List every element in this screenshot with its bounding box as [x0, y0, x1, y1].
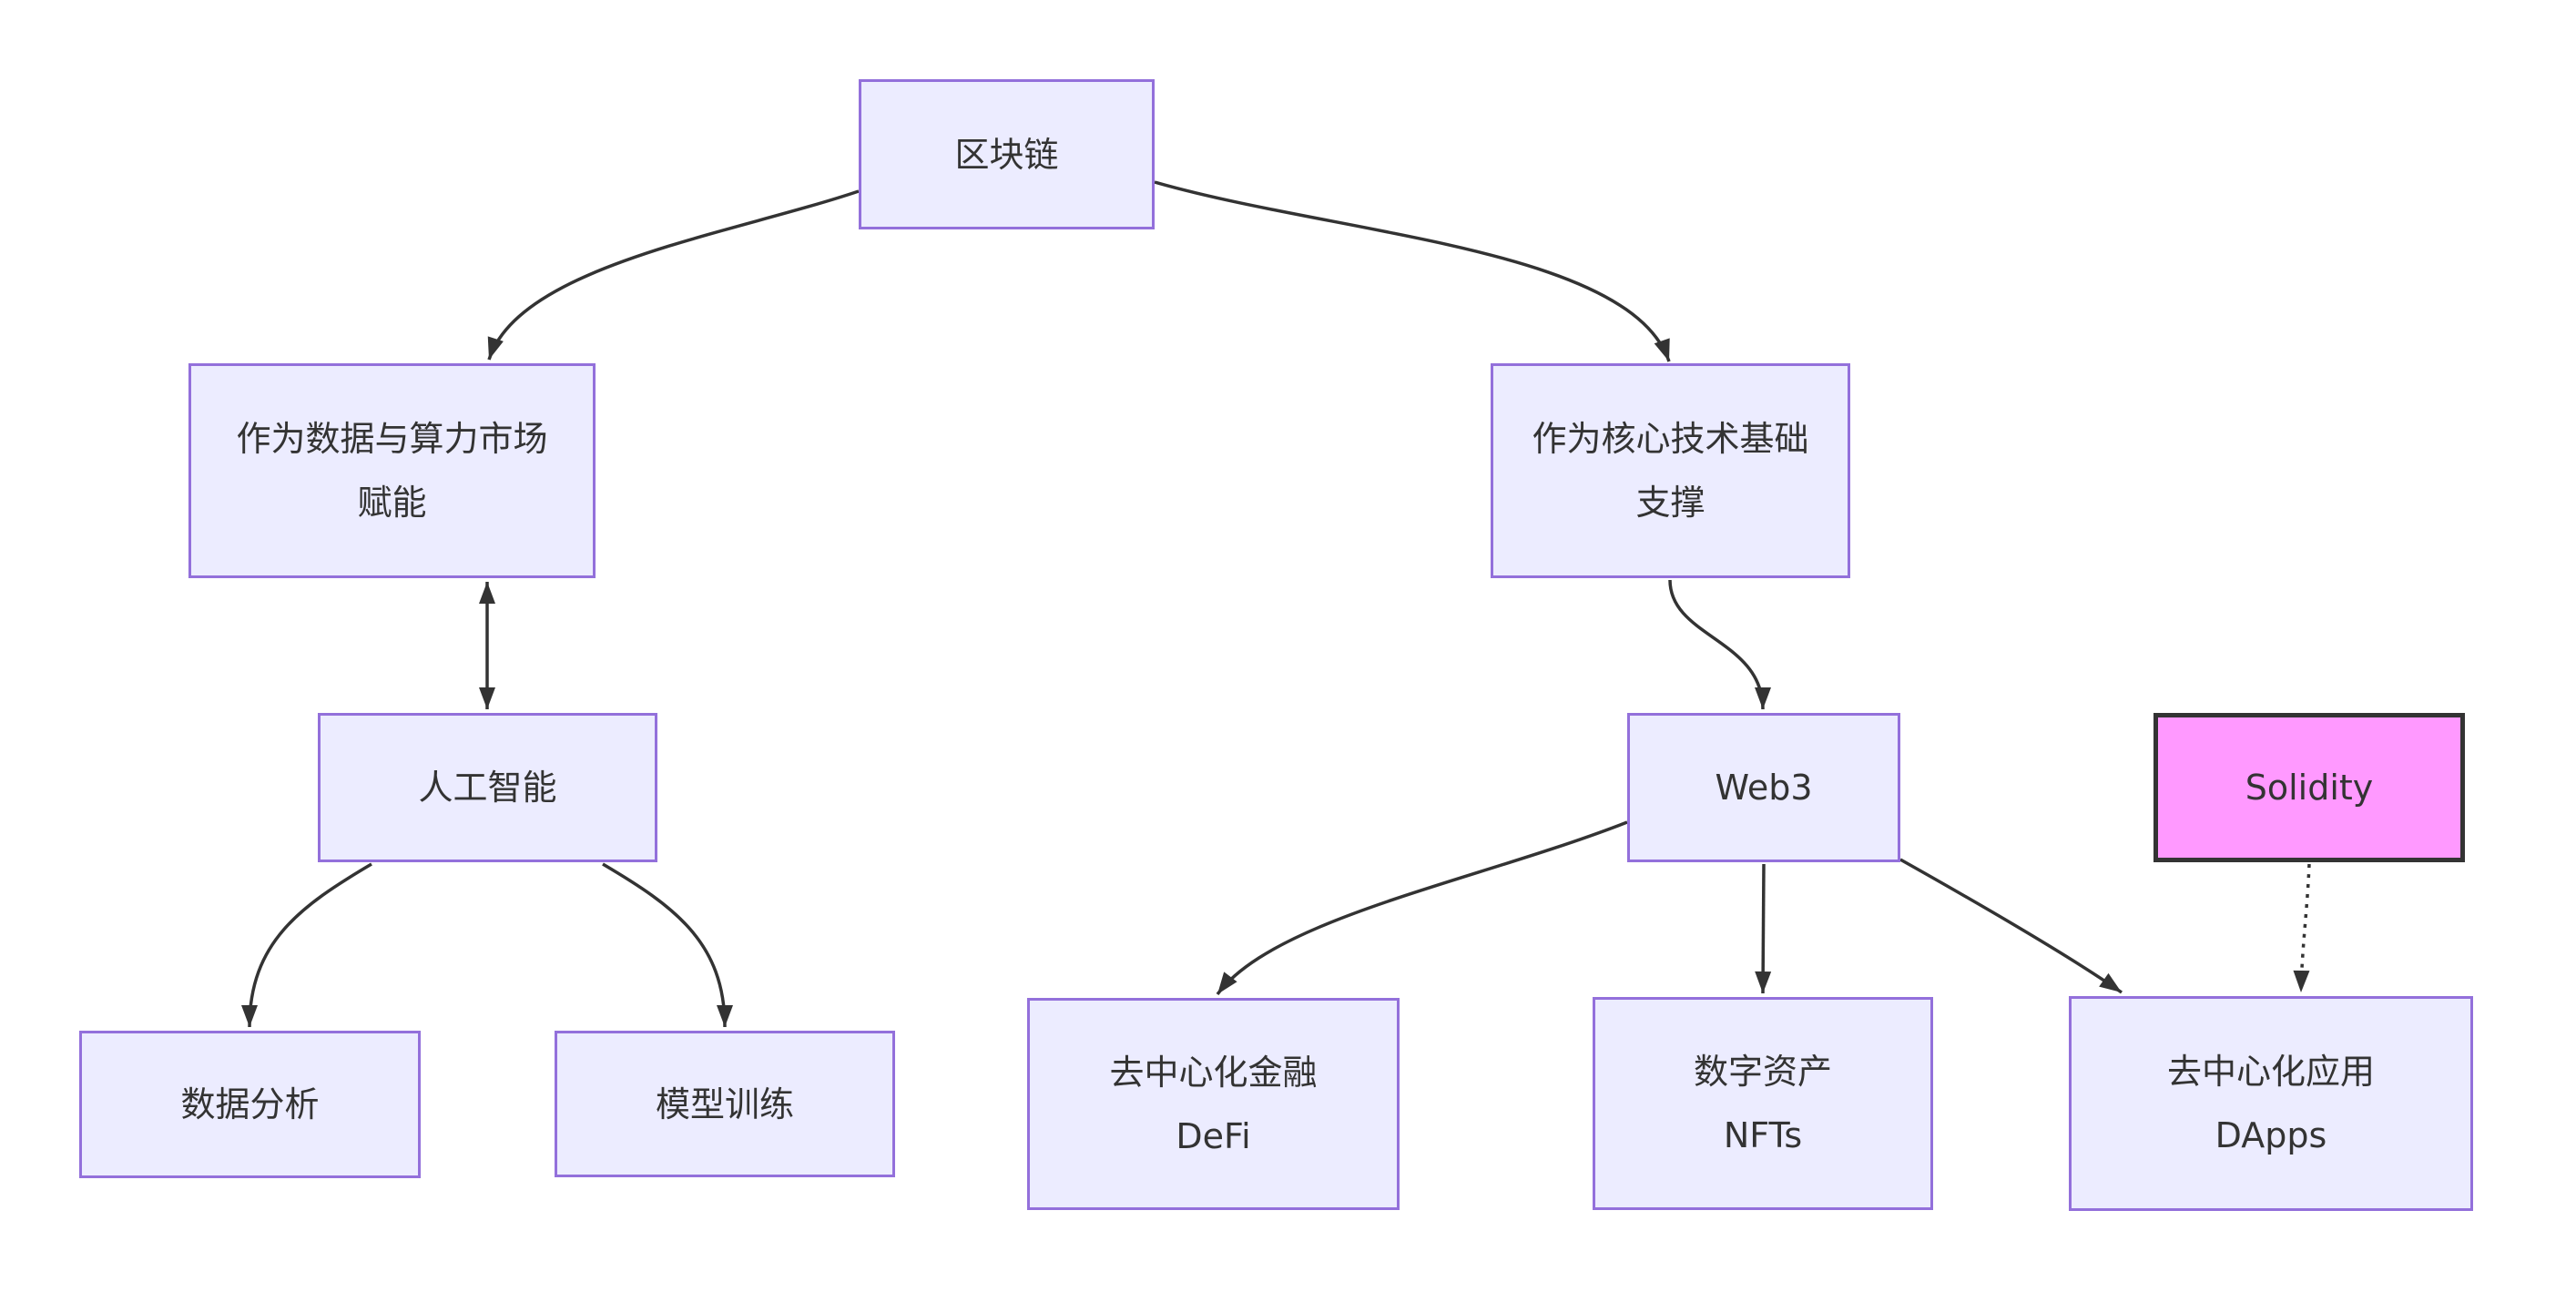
- node-ai: 人工智能: [318, 713, 657, 862]
- node-foundation: 作为核心技术基础 支撑: [1491, 363, 1850, 578]
- node-label: 模型训练: [655, 1083, 794, 1124]
- edge-web3-nfts: [1755, 863, 1772, 994]
- node-solidity: Solidity: [2153, 713, 2465, 862]
- edge-blockchain-empower: [487, 189, 860, 361]
- node-label-line2: DApps: [2215, 1115, 2327, 1155]
- node-label: 数据分析: [180, 1084, 320, 1124]
- node-nfts: 数字资产 NFTs: [1593, 997, 1933, 1210]
- edge-web3-dapps: [1899, 858, 2123, 994]
- node-defi: 去中心化金融 DeFi: [1027, 998, 1400, 1210]
- edge-web3-defi: [1216, 820, 1628, 996]
- edge-blockchain-foundation: [1154, 180, 1671, 362]
- node-label-line2: 赋能: [357, 483, 427, 523]
- node-data-analysis: 数据分析: [79, 1031, 421, 1178]
- edge-ai-model-training: [602, 862, 733, 1028]
- node-label-line2: 支撑: [1635, 483, 1705, 523]
- node-label-line1: 去中心化金融: [1109, 1052, 1318, 1093]
- node-label-line2: NFTs: [1723, 1115, 1803, 1155]
- node-label-line2: DeFi: [1176, 1115, 1251, 1156]
- node-label-line1: 作为核心技术基础: [1532, 419, 1809, 459]
- node-web3: Web3: [1627, 713, 1900, 862]
- node-label: 人工智能: [418, 768, 557, 808]
- node-dapps: 去中心化应用 DApps: [2069, 996, 2473, 1211]
- edge-solidity-dapps-dotted: [2293, 863, 2311, 993]
- node-label: Solidity: [2245, 768, 2374, 808]
- node-empower: 作为数据与算力市场 赋能: [188, 363, 596, 578]
- node-label: 区块链: [954, 134, 1059, 175]
- node-label-line1: 去中心化应用: [2166, 1052, 2375, 1092]
- node-label-line1: 数字资产: [1693, 1052, 1832, 1092]
- node-label: Web3: [1715, 768, 1813, 808]
- edge-ai-data-analysis: [241, 862, 372, 1028]
- node-label-line1: 作为数据与算力市场: [236, 419, 548, 459]
- edge-foundation-web3: [1668, 579, 1771, 710]
- node-model-training: 模型训练: [555, 1031, 895, 1177]
- node-blockchain: 区块链: [859, 79, 1155, 229]
